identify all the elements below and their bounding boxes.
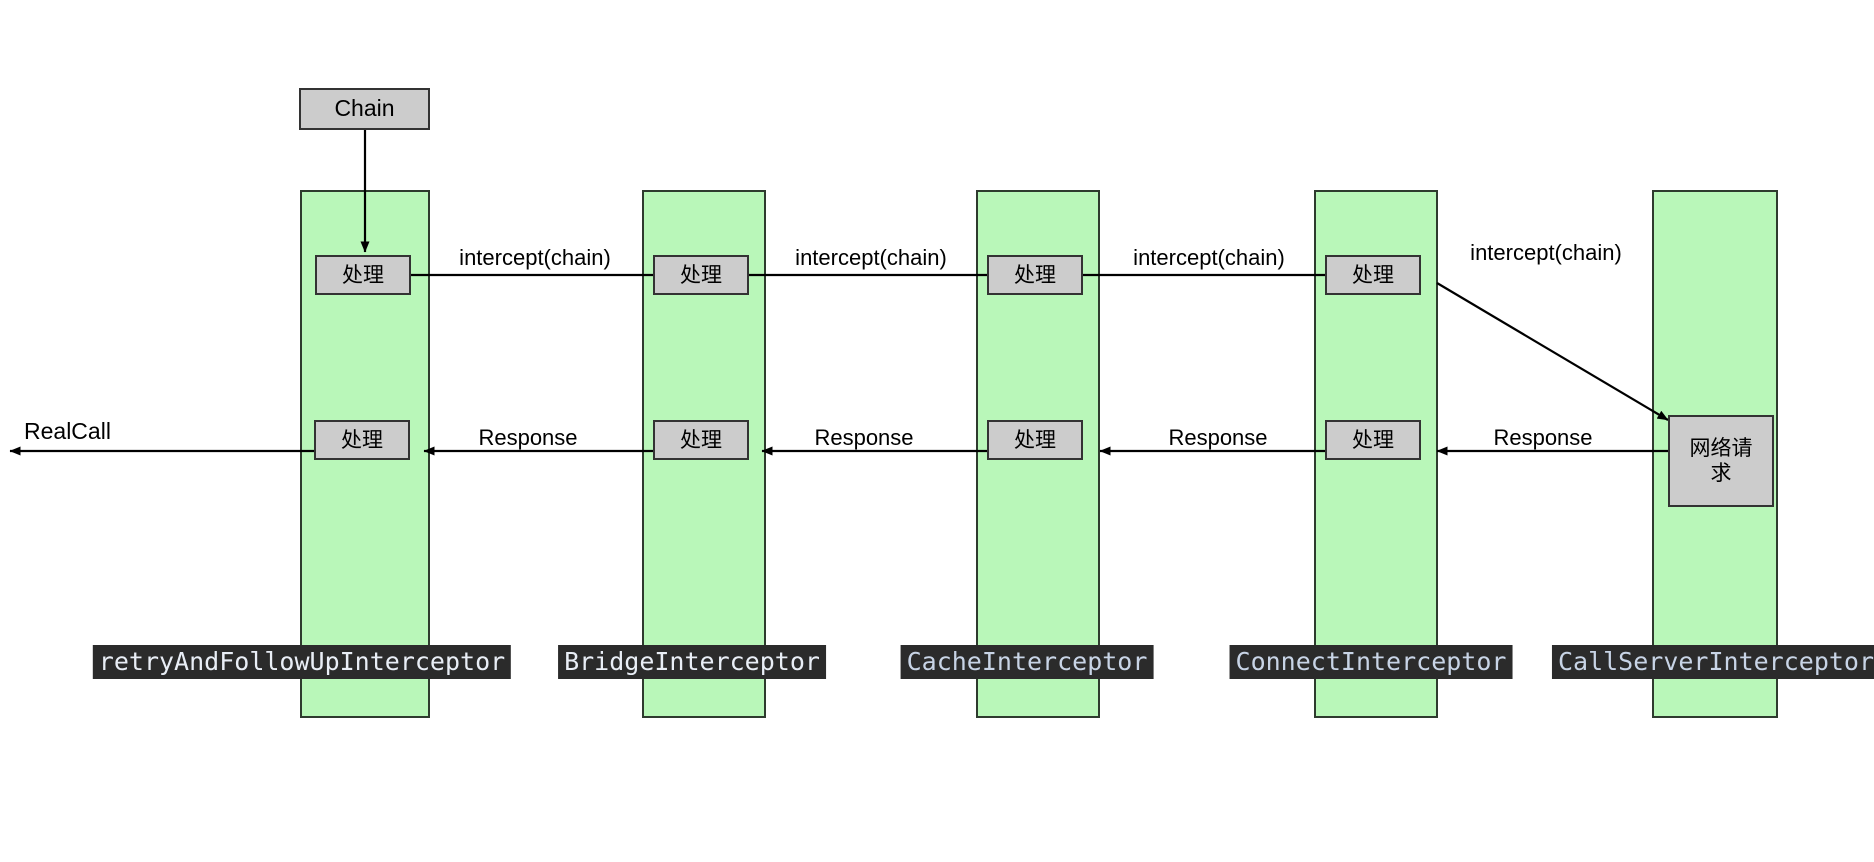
- process-node-cache-response: 处理: [987, 420, 1083, 460]
- network-request-node: 网络请 求: [1668, 415, 1774, 507]
- chain-node: Chain: [299, 88, 430, 130]
- process-node-bridge-response: 处理: [653, 420, 749, 460]
- edge-label-response-4: Response: [1493, 425, 1593, 450]
- process-node-connect-request: 处理: [1325, 255, 1421, 295]
- edge-forward-connect-callserver: [1436, 282, 1669, 421]
- caption-ConnectInterceptor: ConnectInterceptor: [1229, 645, 1513, 679]
- caption-retryAndFollowUpInterceptor: retryAndFollowUpInterceptor: [92, 645, 512, 679]
- edge-label-intercept-3: intercept(chain): [1133, 245, 1285, 270]
- edge-label-response-1: Response: [478, 425, 578, 450]
- edge-label-response-3: Response: [1168, 425, 1268, 450]
- edge-label-response-2: Response: [814, 425, 914, 450]
- process-node-retry-response: 处理: [314, 420, 410, 460]
- process-node-cache-request: 处理: [987, 255, 1083, 295]
- caption-CallServerInterceptor: CallServerInterceptor: [1551, 645, 1874, 679]
- process-node-retry-request: 处理: [315, 255, 411, 295]
- caption-BridgeInterceptor: BridgeInterceptor: [558, 645, 826, 679]
- caption-CacheInterceptor: CacheInterceptor: [900, 645, 1154, 679]
- process-node-connect-response: 处理: [1325, 420, 1421, 460]
- edge-label-intercept-1: intercept(chain): [459, 245, 611, 270]
- process-node-bridge-request: 处理: [653, 255, 749, 295]
- realcall-label: RealCall: [24, 418, 111, 444]
- edge-label-intercept-4: intercept(chain): [1470, 240, 1622, 265]
- edge-label-intercept-2: intercept(chain): [795, 245, 947, 270]
